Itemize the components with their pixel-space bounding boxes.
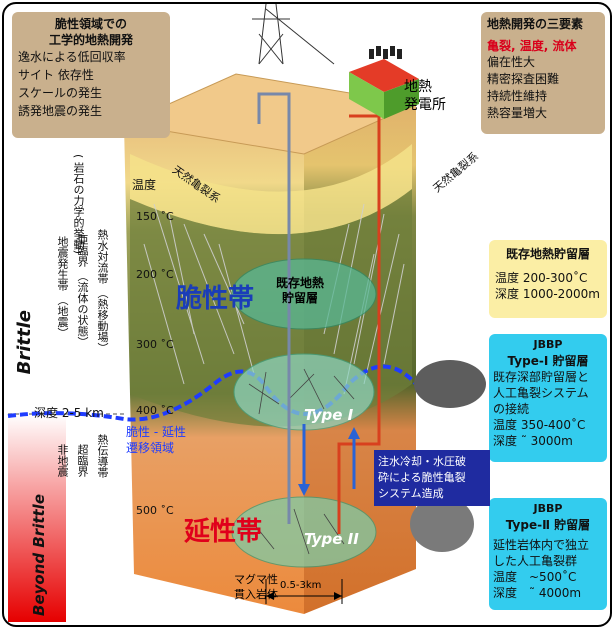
temp-150: 150 ˚C	[136, 210, 174, 223]
type1-desc: 既存深部貯留層と	[493, 370, 590, 384]
magma-label: マグマ性 貫入岩体	[234, 572, 278, 602]
three-elements-item: 精密探査困難	[487, 72, 560, 86]
three-elements-item: 熱容量増大	[487, 106, 548, 120]
existing-reservoir-label-line: 貯留層	[282, 291, 319, 305]
injection-note-line: 注水冷却・水圧破	[378, 455, 466, 468]
type1-title-2: Type-Ⅰ 貯留層	[507, 354, 589, 368]
magma-label-line: 貫入岩体	[234, 588, 278, 601]
transition-label: 脆性 - 延性 遷移領域	[126, 424, 186, 456]
type1-temp: 温度 350-400˚C	[493, 418, 586, 432]
transition-line: 遷移領域	[126, 441, 175, 455]
existing-reservoir-disk	[231, 258, 377, 330]
type2-temp: 温度 ~500˚C	[493, 570, 577, 584]
temp-300: 300 ˚C	[136, 338, 174, 351]
beyond-brittle-label: Beyond Brittle	[30, 494, 48, 616]
power-plant-label-line: 地熱	[404, 79, 432, 95]
brittle-ductile-transition-curve	[7, 364, 485, 422]
block-diagram	[7, 4, 486, 622]
brittle-sub-4: 熱水対流帯 （熱移動場）	[96, 229, 109, 354]
injection-note: 注水冷却・水圧破 砕による脆性亀裂 システム造成	[374, 450, 490, 506]
cutaway-top-band	[130, 144, 412, 235]
rock-sample-1	[414, 360, 486, 408]
temperature-label: 温度	[132, 178, 157, 192]
type2-depth: 深度 ˜ 4000m	[493, 586, 582, 600]
existing-reservoir-title: 既存地熱貯留層	[505, 247, 590, 261]
three-elements-title: 地熱開発の三要素	[487, 17, 584, 31]
type2-label: Type II	[304, 530, 359, 548]
three-elements-item: 偏在性大	[487, 55, 536, 69]
power-plant-label-line: 発電所	[404, 97, 446, 113]
down-arrow-head	[298, 484, 310, 496]
type1-desc: の接続	[493, 402, 530, 416]
transition-line: 脆性 - 延性	[126, 425, 186, 439]
existing-reservoir-box: 既存地熱貯留層 温度 200-300˚C 深度 1000-2000m	[489, 240, 607, 318]
brittle-development-box: 脆性領域での 工学的地熱開発 逸水による低回収率 サイト 依存性 スケールの発生…	[12, 12, 170, 138]
width-label: 0.5-3km	[280, 580, 322, 591]
type1-label: Type I	[304, 406, 354, 424]
production-well	[337, 114, 381, 534]
type1-depth: 深度 ˜ 3000m	[493, 434, 573, 448]
brittle-vertical-label: Brittle	[14, 310, 35, 375]
brittle-sub-3: 亜臨界 （流体の状態）	[76, 234, 89, 348]
type1-reservoir-box: JBBP Type-Ⅰ 貯留層 既存深部貯留層と 人工亀裂システム の接続 温度…	[489, 334, 607, 462]
beyond-sub-3: 熱伝導帯	[96, 434, 109, 478]
rock-sample-2	[410, 496, 474, 552]
injection-note-line: 砕による脆性亀裂	[378, 471, 466, 484]
beyond-sub-1: 非地震	[56, 444, 69, 477]
type1-desc: 人工亀裂システム	[493, 386, 589, 400]
injection-note-line: システム造成	[378, 487, 444, 500]
ductile-zone-label: 延性帯	[184, 517, 263, 547]
temp-400: 400 ˚C	[136, 404, 174, 417]
width-arrow-left	[266, 592, 274, 600]
brittle-box-item: スケールの発生	[18, 86, 103, 100]
type2-reservoir-box: JBBP Type-Ⅱ 貯留層 延性岩体内で独立 した人工亀裂群 温度 ~500…	[489, 498, 607, 610]
three-elements-item: 持続性維持	[487, 89, 548, 103]
power-plant-side	[384, 79, 419, 119]
up-arrow-head	[348, 427, 360, 439]
depth-range-label: 深度 2-5 km	[34, 406, 104, 420]
brittle-zone-label: 脆性帯	[176, 284, 255, 314]
magma-label-line: マグマ性	[234, 573, 278, 586]
existing-reservoir-temp: 温度 200-300˚C	[495, 271, 588, 285]
temp-200: 200 ˚C	[136, 268, 174, 281]
beyond-sub-2: 超臨界	[76, 444, 89, 477]
brittle-sub-2: 地震発生帯 （地震）	[56, 236, 69, 339]
brittle-box-item: 誘発地震の発生	[18, 104, 103, 118]
three-elements-box: 地熱開発の三要素 亀裂, 温度, 流体 偏在性大 精密探査困難 持続性維持 熱容…	[481, 12, 605, 134]
existing-reservoir-label: 既存地熱 貯留層	[276, 276, 324, 306]
power-plant-label: 地熱 発電所	[404, 78, 446, 114]
existing-reservoir-label-line: 既存地熱	[276, 276, 325, 290]
beyond-brittle-band	[8, 414, 66, 622]
brittle-box-title-1: 脆性領域での	[54, 17, 127, 31]
type2-desc: 延性岩体内で独立	[493, 538, 590, 552]
three-elements-keywords: 亀裂, 温度, 流体	[487, 39, 577, 53]
type1-title-1: JBBP	[533, 338, 563, 351]
type2-title-1: JBBP	[533, 502, 563, 515]
temp-500: 500 ˚C	[136, 504, 174, 517]
brittle-box-title-2: 工学的地熱開発	[48, 33, 133, 47]
power-plant-wall	[349, 72, 384, 119]
type2-desc: した人工亀裂群	[493, 554, 578, 568]
brittle-box-item: サイト 依存性	[18, 68, 94, 82]
transmission-pylon	[252, 4, 335, 65]
brittle-box-item: 逸水による低回収率	[18, 50, 126, 64]
injection-well	[257, 92, 291, 524]
existing-reservoir-depth: 深度 1000-2000m	[495, 287, 600, 301]
power-plant-roof	[349, 59, 419, 92]
brittle-sub-1: ( 岩石の力学的挙動)	[72, 154, 85, 255]
artificial-fractures	[248, 368, 355, 555]
power-plant-stacks	[369, 46, 402, 59]
type2-title-2: Type-Ⅱ 貯留層	[505, 518, 591, 532]
width-arrow-right	[334, 592, 342, 600]
